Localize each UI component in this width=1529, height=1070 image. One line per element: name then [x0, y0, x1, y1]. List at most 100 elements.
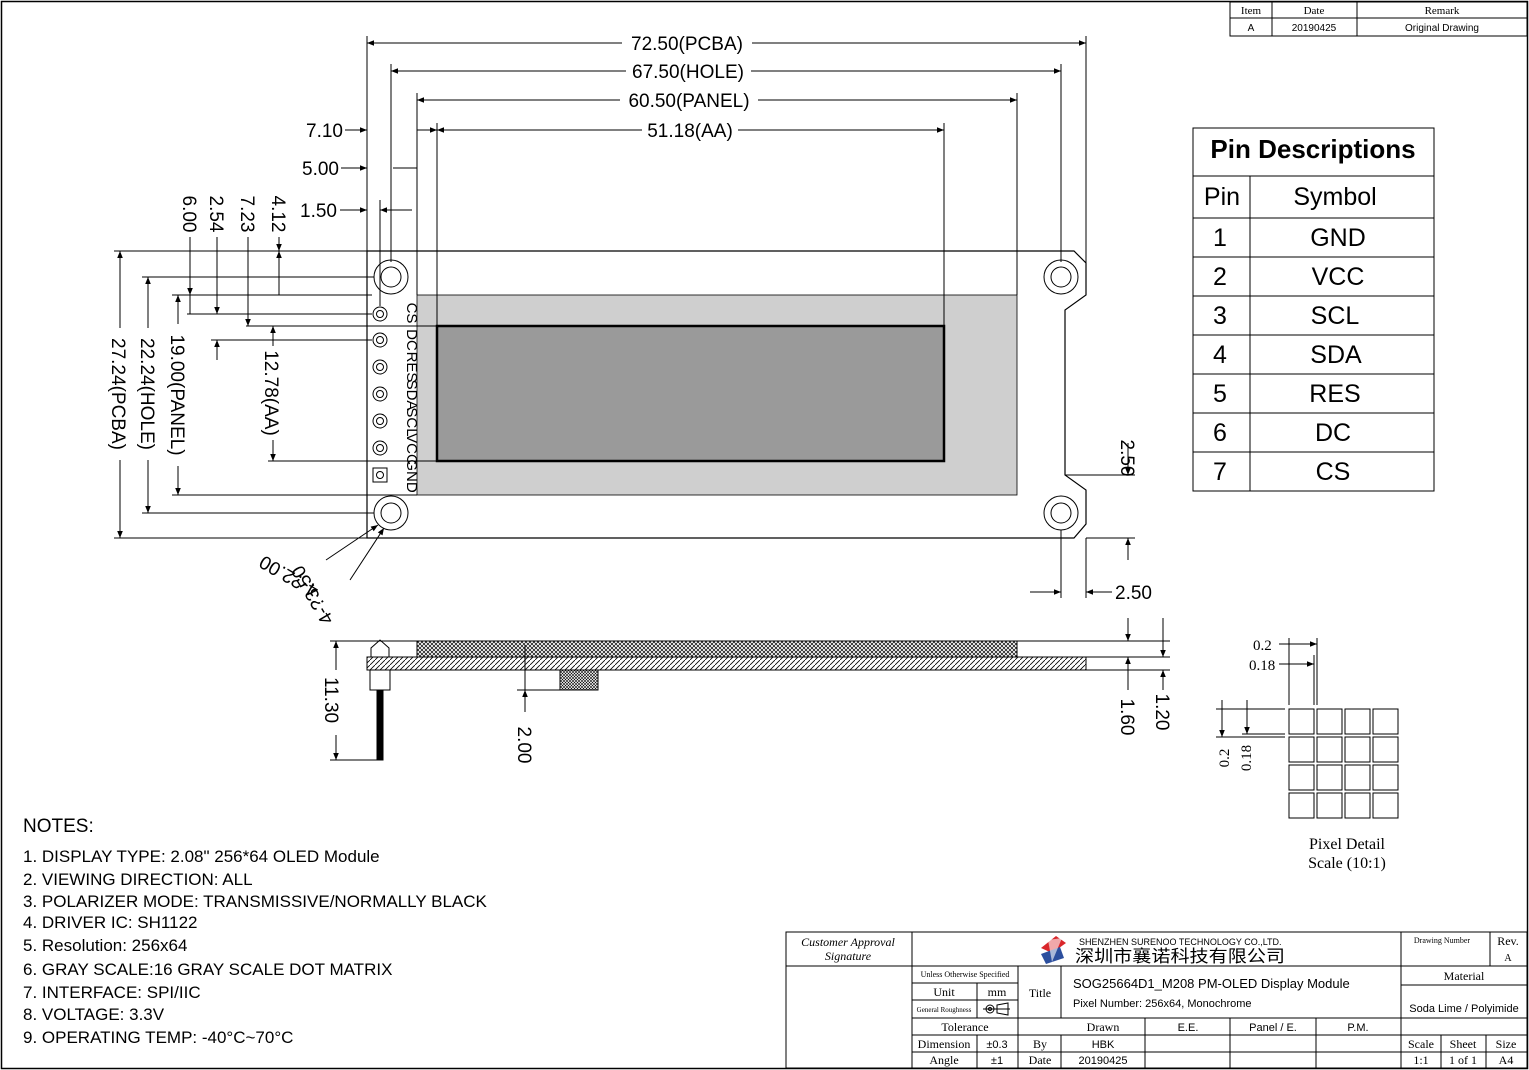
pin-table-header-symbol: Symbol — [1293, 183, 1376, 211]
rev-header-item: Item — [1241, 5, 1262, 17]
pixel-detail-caption: Pixel Detail — [1309, 836, 1386, 853]
sheet-value: 1 of 1 — [1449, 1053, 1477, 1067]
rev-header-remark: Remark — [1425, 5, 1460, 17]
dim-2-50-horizontal: 2.50 — [1115, 583, 1152, 604]
dim-4-12: 4.12 — [267, 196, 288, 233]
dim-1-60: 1.60 — [1116, 699, 1137, 736]
scale-label: Scale — [1408, 1037, 1434, 1051]
material-value: Soda Lime / Polyimide — [1409, 1003, 1518, 1015]
table-row: 5 RES — [1213, 380, 1361, 408]
dim-hole-height: 22.24(HOLE) — [136, 338, 157, 450]
pin-number: 5 — [1213, 380, 1227, 408]
dimension-label: Dimension — [918, 1037, 971, 1051]
company-name-cn: 深圳市襄诺科技有限公司 — [1075, 946, 1285, 966]
pin-symbol: CS — [1316, 458, 1351, 486]
note-item: 9. OPERATING TEMP: -40°C~70°C — [23, 1028, 293, 1047]
pin-symbol: DC — [1315, 419, 1351, 447]
dim-panel-width: 60.50(PANEL) — [628, 91, 749, 112]
pin-number: 4 — [1213, 341, 1227, 369]
pin-label-vcc: VCC — [403, 433, 420, 465]
pin-label-sda: SDA — [403, 380, 420, 411]
table-row: 1 GND — [1213, 224, 1366, 252]
pin-number: 6 — [1213, 419, 1227, 447]
pin-descriptions-table: Pin Descriptions Pin Symbol 1 GND 2 VCC … — [1192, 127, 1435, 492]
projection-symbol-icon — [983, 1002, 1010, 1016]
dim-panel-height: 19.00(PANEL) — [166, 334, 187, 455]
side-view — [330, 618, 1170, 761]
unit-label: Unit — [933, 985, 955, 999]
dim-1-50: 1.50 — [300, 201, 337, 222]
notes-block: NOTES: 1. DISPLAY TYPE: 2.08" 256*64 OLE… — [23, 816, 488, 1047]
note-item: 8. VOLTAGE: 3.3V — [23, 1005, 165, 1024]
note-item: 2. VIEWING DIRECTION: ALL — [23, 870, 253, 889]
table-row: 4 SDA — [1213, 341, 1362, 369]
pin-label-dc: DC — [403, 329, 420, 351]
table-row: 7 CS — [1213, 458, 1350, 486]
drawing-title: SOG25664D1_M208 PM-OLED Display Module — [1073, 976, 1350, 991]
pin-symbol: SCL — [1311, 302, 1360, 330]
dim-2-54: 2.54 — [205, 196, 226, 233]
pin-symbol: GND — [1310, 224, 1366, 252]
pixel-grid — [1288, 708, 1399, 819]
pin-symbol: SDA — [1310, 341, 1362, 369]
customer-approval-label: Customer Approval — [801, 935, 895, 949]
rev-remark-value: Original Drawing — [1405, 23, 1479, 34]
unless-specified-label: Unless Otherwise Specified — [921, 970, 1010, 979]
title-label: Title — [1029, 986, 1051, 1000]
table-row: 6 DC — [1213, 419, 1351, 447]
company-name-en: SHENZHEN SURENOO TECHNOLOGY CO.,LTD. — [1079, 937, 1282, 947]
date-label: Date — [1029, 1053, 1052, 1067]
notes-heading: NOTES: — [23, 816, 94, 837]
pin-label-scl: SCL — [403, 407, 420, 436]
dim-hole-diameter-large: 4-?3.50 — [288, 562, 338, 628]
note-item: 5. Resolution: 256x64 — [23, 936, 187, 955]
dimension-lines-horizontal — [340, 36, 1087, 326]
title-block: Customer Approval Signature SHENZHEN SUR… — [785, 931, 1528, 1069]
pin-table-title: Pin Descriptions — [1210, 134, 1415, 164]
dimension-lines-right — [1030, 443, 1135, 598]
rev-value: A — [1504, 953, 1512, 964]
by-value: HBK — [1092, 1039, 1115, 1051]
pin-label-res: RES — [403, 352, 420, 383]
dim-7-10: 7.10 — [306, 121, 343, 142]
pm-label: P.M. — [1347, 1022, 1368, 1034]
dim-pcba-height: 27.24(PCBA) — [107, 338, 128, 450]
rev-header-date: Date — [1304, 5, 1325, 17]
pixel-detail-scale: Scale (10:1) — [1308, 855, 1386, 872]
dim-2-00: 2.00 — [513, 727, 534, 764]
note-item: 6. GRAY SCALE:16 GRAY SCALE DOT MATRIX — [23, 960, 392, 979]
sheet-label: Sheet — [1450, 1037, 1477, 1051]
pixel-pitch-v: 0.2 — [1217, 749, 1233, 768]
company-logo-icon — [1041, 936, 1066, 964]
ee-label: E.E. — [1178, 1022, 1199, 1034]
dim-7-23: 7.23 — [236, 196, 257, 233]
pin-symbol: RES — [1309, 380, 1360, 408]
drawing-subtitle: Pixel Number: 256x64, Monochrome — [1073, 998, 1252, 1010]
pin-number: 7 — [1213, 458, 1227, 486]
rev-date-value: 20190425 — [1292, 23, 1337, 34]
note-item: 1. DISPLAY TYPE: 2.08" 256*64 OLED Modul… — [23, 847, 380, 866]
pin-labels: CS DC RES SDA SCL VCC GND — [403, 303, 420, 493]
active-area — [435, 324, 946, 463]
dimension-value: ±0.3 — [986, 1039, 1007, 1051]
pin-number: 3 — [1213, 302, 1227, 330]
pin-label-gnd: GND — [403, 459, 420, 493]
dim-6-00: 6.00 — [178, 196, 199, 233]
roughness-label: General Roughness — [917, 1006, 972, 1014]
by-label: By — [1033, 1037, 1047, 1051]
dim-2-50-vertical: 2.50 — [1116, 440, 1137, 477]
dim-11-30: 11.30 — [320, 677, 341, 723]
dim-pcba-width: 72.50(PCBA) — [631, 34, 743, 55]
table-row: 2 VCC — [1213, 263, 1364, 291]
pin-symbol: VCC — [1312, 263, 1365, 291]
angle-label: Angle — [929, 1053, 958, 1067]
unit-value: mm — [988, 985, 1007, 999]
pin-pads — [372, 306, 388, 483]
dim-hole-width: 67.50(HOLE) — [632, 62, 744, 83]
dim-aa-height: 12.78(AA) — [260, 350, 281, 436]
rev-item-value: A — [1248, 23, 1255, 34]
dim-5-00: 5.00 — [302, 159, 339, 180]
hole-diameter-leaders — [325, 524, 385, 581]
